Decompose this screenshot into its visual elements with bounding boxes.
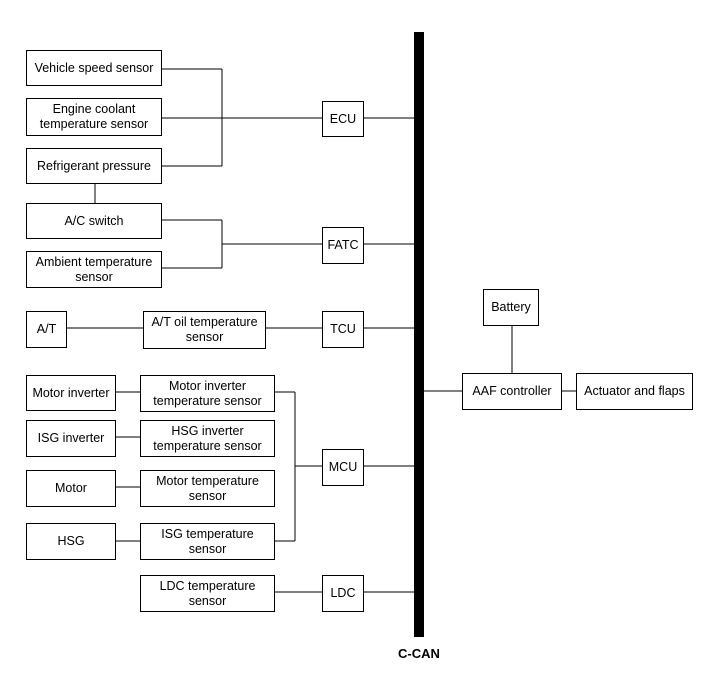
motor-temp-sensor-box: Motor temperature sensor: [140, 470, 275, 507]
ambient-temp-sensor-box: Ambient temperature sensor: [26, 251, 162, 288]
mcu-box: MCU: [322, 449, 364, 486]
engine-coolant-sensor-box: Engine coolant temperature sensor: [26, 98, 162, 136]
hsg-inverter-temp-sensor-box: HSG inverter temperature sensor: [140, 420, 275, 457]
c-can-label: C-CAN: [398, 646, 440, 661]
motor-inverter-temp-sensor-box: Motor inverter temperature sensor: [140, 375, 275, 412]
at-oil-temp-sensor-box: A/T oil temperature sensor: [143, 311, 266, 349]
isg-inverter-box: ISG inverter: [26, 420, 116, 457]
aaf-controller-box: AAF controller: [462, 373, 562, 410]
ecu-box: ECU: [322, 101, 364, 137]
battery-box: Battery: [483, 289, 539, 326]
c-can-bus-bar: [414, 32, 424, 637]
actuator-flaps-box: Actuator and flaps: [576, 373, 693, 410]
at-box: A/T: [26, 311, 67, 348]
vehicle-speed-sensor-box: Vehicle speed sensor: [26, 50, 162, 86]
ldc-temp-sensor-box: LDC temperature sensor: [140, 575, 275, 612]
hsg-box: HSG: [26, 523, 116, 560]
ac-switch-box: A/C switch: [26, 203, 162, 239]
fatc-box: FATC: [322, 227, 364, 264]
motor-inverter-box: Motor inverter: [26, 375, 116, 411]
motor-box: Motor: [26, 470, 116, 507]
tcu-box: TCU: [322, 311, 364, 348]
refrigerant-pressure-box: Refrigerant pressure: [26, 148, 162, 184]
ldc-box: LDC: [322, 575, 364, 612]
isg-temp-sensor-box: ISG temperature sensor: [140, 523, 275, 560]
